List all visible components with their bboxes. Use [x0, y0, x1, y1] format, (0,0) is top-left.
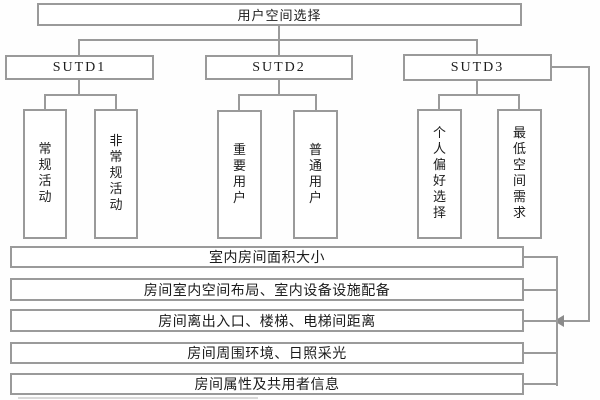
personal-preference-node: 个人偏好选择 — [417, 109, 462, 239]
connector-title-drop — [278, 26, 280, 40]
connector-drop-regular — [44, 94, 46, 110]
connector-drop-sutd2 — [278, 39, 280, 56]
connector-drop-preference — [438, 94, 440, 110]
connector-sutd2-drop — [278, 80, 280, 96]
sutd1-node: SUTD1 — [5, 55, 154, 80]
minimum-space-label: 最低空间需求 — [513, 126, 527, 221]
connector-sutd2-branch — [238, 94, 317, 96]
connector-sutd3-branch — [438, 94, 520, 96]
scan-artifact-line — [18, 397, 258, 399]
important-user-node: 重要用户 — [217, 110, 262, 239]
criterion-distance-node: 房间离出入口、楼梯、电梯间距离 — [10, 309, 524, 332]
criterion-attributes-cousers-node: 房间属性及共用者信息 — [10, 373, 524, 395]
connector-sutd3-drop — [476, 81, 478, 96]
regular-activity-node: 常规活动 — [23, 109, 67, 239]
personal-preference-label: 个人偏好选择 — [433, 126, 447, 221]
sutd2-node: SUTD2 — [205, 55, 353, 80]
connector-feedback-vertical — [588, 66, 590, 322]
connector-sutd1-drop — [78, 80, 80, 96]
user-space-selection-node: 用户空间选择 — [37, 3, 522, 26]
connector-criteria-rail — [556, 256, 558, 386]
criterion-layout-equipment-node: 房间室内空间布局、室内设备设施配备 — [10, 278, 524, 301]
connector-stub-criterion-3 — [524, 320, 557, 322]
minimum-space-node: 最低空间需求 — [497, 109, 542, 239]
connector-stub-criterion-5 — [524, 383, 557, 385]
feedback-arrow-icon — [554, 315, 564, 327]
connector-drop-important — [238, 94, 240, 111]
connector-feedback-top — [552, 66, 590, 68]
irregular-activity-node: 非常规活动 — [94, 109, 138, 239]
connector-stub-criterion-1 — [524, 256, 557, 258]
criterion-room-area-node: 室内房间面积大小 — [10, 246, 524, 268]
irregular-activity-label: 非常规活动 — [109, 134, 123, 213]
connector-drop-sutd3 — [476, 39, 478, 55]
regular-activity-label: 常规活动 — [38, 142, 52, 205]
ordinary-user-label: 普通用户 — [309, 142, 323, 206]
connector-stub-criterion-2 — [524, 289, 557, 291]
connector-drop-sutd1 — [78, 39, 80, 56]
connector-sutd1-branch — [44, 94, 117, 96]
connector-feedback-arrow-line — [562, 320, 590, 322]
connector-drop-irregular — [115, 94, 117, 110]
connector-drop-minimum — [518, 94, 520, 110]
sutd3-node: SUTD3 — [403, 54, 552, 81]
ordinary-user-node: 普通用户 — [293, 110, 338, 239]
important-user-label: 重要用户 — [233, 142, 247, 206]
connector-stub-criterion-4 — [524, 352, 557, 354]
criterion-environment-daylight-node: 房间周围环境、日照采光 — [10, 342, 524, 364]
connector-drop-ordinary — [315, 94, 317, 111]
